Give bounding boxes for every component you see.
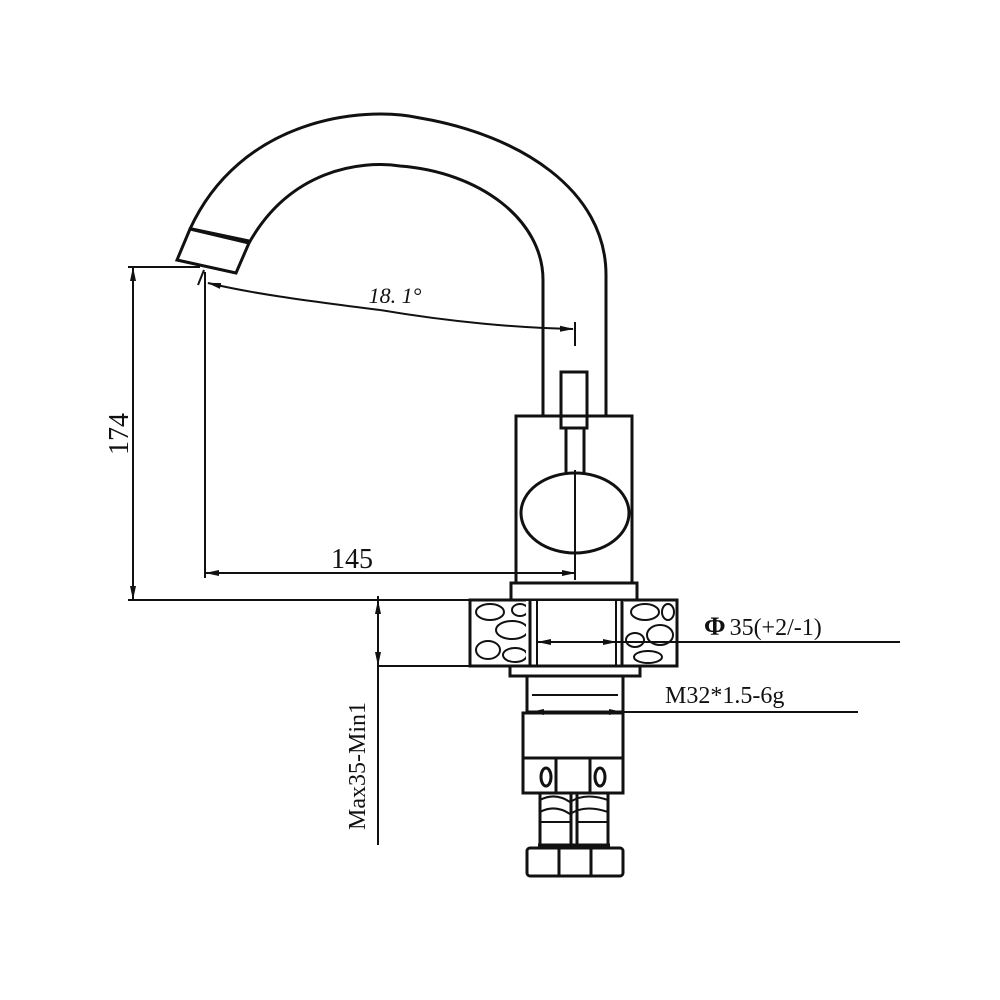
counter-thickness-dimension: Max35-Min1: [345, 596, 470, 845]
hole-diameter-label: 35(+2/-1): [730, 615, 822, 641]
mounting-hardware: [508, 664, 642, 878]
svg-text:Φ35(+2/-1): Φ35(+2/-1): [704, 612, 822, 641]
counter-thickness-label: Max35-Min1: [345, 702, 371, 830]
countertop: [468, 598, 679, 668]
angle-label: 18. 1°: [369, 283, 422, 308]
height-label: 174: [104, 413, 135, 455]
reach-label: 145: [331, 544, 373, 575]
thread-label: M32*1.5-6g: [665, 683, 784, 709]
thread-dimension: M32*1.5-6g: [530, 683, 858, 715]
reach-dimension: 145: [204, 272, 576, 580]
height-dimension: 174: [104, 266, 511, 601]
spout: [174, 112, 608, 416]
angle-dimension: 18. 1°: [197, 269, 576, 346]
diameter-symbol: Φ: [704, 612, 726, 641]
